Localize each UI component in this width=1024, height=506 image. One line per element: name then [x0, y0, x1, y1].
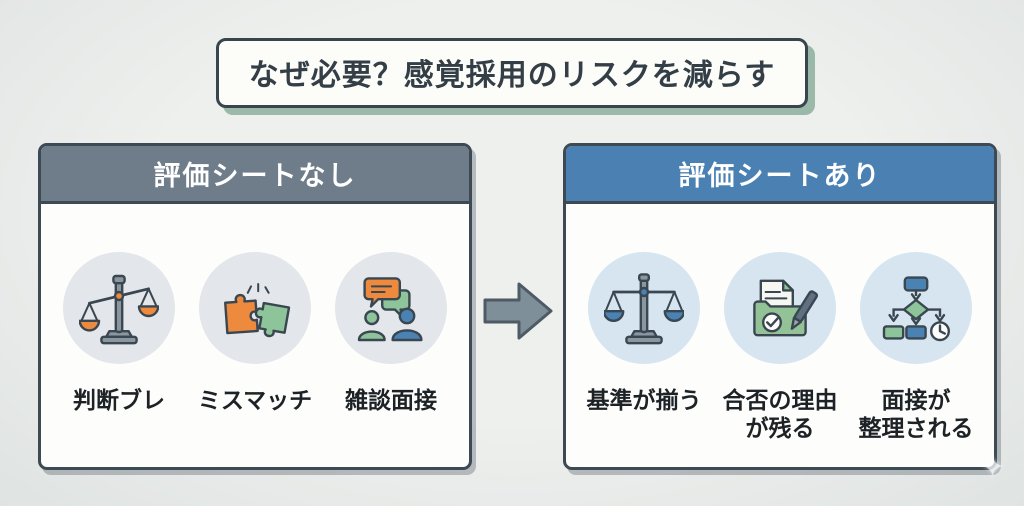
item-aligned-criteria: 基準が揃う: [576, 252, 712, 414]
item-judgment-blur: 判断ブレ: [51, 252, 187, 414]
puzzle-mismatch-icon: [199, 252, 311, 364]
item-label: 合否の理由 が残る: [722, 387, 838, 442]
item-label: 判断ブレ: [73, 387, 165, 413]
balanced-scale-icon: [588, 252, 700, 364]
panel-with-sheet: 評価シートあり 基: [563, 143, 997, 470]
sparkle-icon: ✦: [980, 451, 1006, 484]
item-label: 雑談面接: [345, 387, 437, 413]
panel-without-sheet: 評価シートなし 判: [38, 143, 472, 470]
panel-with-sheet-header: 評価シートあり: [566, 146, 994, 204]
item-label: 基準が揃う: [586, 387, 702, 413]
panel-without-sheet-header: 評価シートなし: [41, 146, 469, 204]
page-title: なぜ必要？感覚採用のリスクを減らす: [215, 38, 809, 108]
title-row: なぜ必要？感覚採用のリスクを減らす: [0, 38, 1024, 108]
panel-with-sheet-body: 基準が揃う: [566, 204, 994, 442]
right-arrow-icon: [480, 274, 556, 348]
unbalanced-scale-icon: [63, 252, 175, 364]
item-mismatch: ミスマッチ: [187, 252, 323, 414]
panel-without-sheet-body: 判断ブレ ミスマッチ: [41, 204, 469, 414]
item-recorded-reasons: 合否の理由 が残る: [712, 252, 848, 442]
item-casual-interview: 雑談面接: [323, 252, 459, 414]
item-label: ミスマッチ: [197, 387, 313, 413]
item-organized-interview: 面接が 整理される: [848, 252, 984, 442]
flowchart-clock-icon: [860, 252, 972, 364]
item-label: 面接が 整理される: [858, 387, 974, 442]
chat-interview-icon: [335, 252, 447, 364]
folder-check-pen-icon: [724, 252, 836, 364]
